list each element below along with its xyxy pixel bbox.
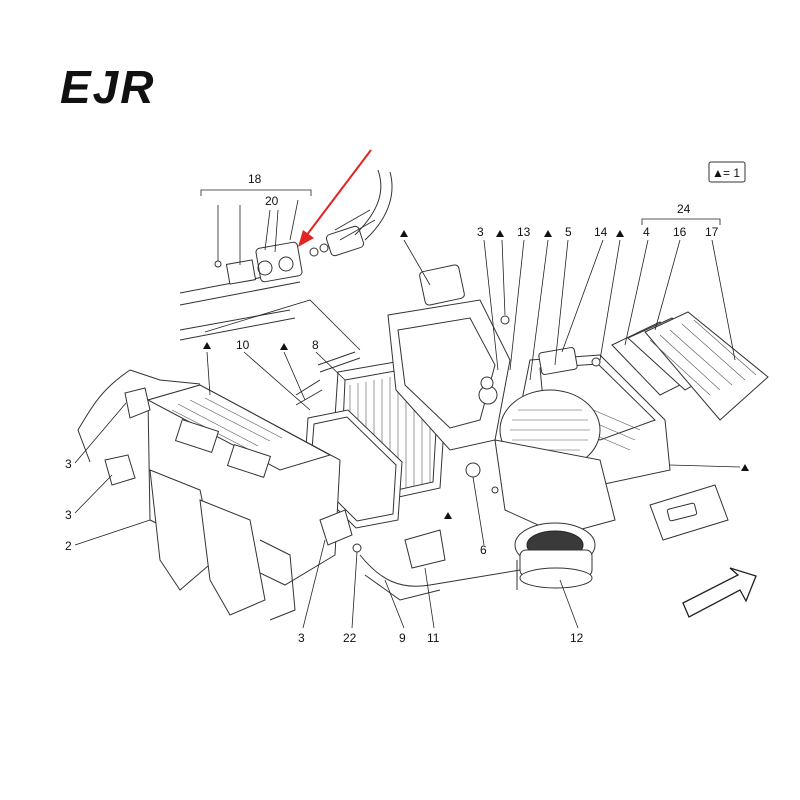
expansion-valve-assembly: 20: [179, 169, 393, 341]
control-module: [649, 484, 729, 541]
callout-17: 17: [705, 225, 719, 239]
leader-valve: [204, 299, 361, 351]
callout-9: 9: [399, 631, 406, 645]
callout-2: 2: [65, 539, 72, 553]
triangle-marker: [203, 342, 211, 349]
callout-22: 22: [343, 631, 357, 645]
callout-12: 12: [570, 631, 584, 645]
direction-arrow-icon: [682, 567, 757, 618]
callout-16: 16: [673, 225, 687, 239]
legend-text: = 1: [723, 166, 740, 180]
triangle-markers: [203, 230, 749, 519]
bracket-24: 24: [641, 202, 721, 225]
legend-box: ▲ = 1: [708, 161, 746, 183]
callout-3-left-upper: 3: [65, 457, 72, 471]
callout-5: 5: [565, 225, 572, 239]
triangle-marker: [280, 343, 288, 350]
callout-3-bottom: 3: [298, 631, 305, 645]
callout-10: 10: [236, 338, 250, 352]
leader-lines: [74, 239, 741, 629]
callout-20: 20: [265, 194, 279, 208]
callout-13: 13: [517, 225, 531, 239]
callout-24: 24: [677, 202, 691, 216]
triangle-marker: [444, 512, 452, 519]
callout-4: 4: [643, 225, 650, 239]
bracket-18: 18: [200, 172, 312, 196]
ejr-logo: EJR: [60, 61, 155, 113]
callout-3-left-lower: 3: [65, 508, 72, 522]
callout-18: 18: [248, 172, 262, 186]
triangle-marker: [400, 230, 408, 237]
callout-3-top: 3: [477, 225, 484, 239]
triangle-marker: [741, 464, 749, 471]
callout-8: 8: [312, 338, 319, 352]
blower-assembly: [494, 389, 616, 590]
hvac-housing: [77, 369, 341, 621]
red-pointer-arrow: [298, 149, 372, 247]
cabin-filters: [611, 311, 769, 421]
triangle-marker: [544, 230, 552, 237]
callout-6: 6: [480, 543, 487, 557]
small-parts: [104, 376, 521, 601]
legend-symbol: ▲: [712, 166, 724, 180]
triangle-marker: [496, 230, 504, 237]
callout-11: 11: [427, 631, 440, 645]
triangle-marker: [616, 230, 624, 237]
callout-14: 14: [594, 225, 608, 239]
